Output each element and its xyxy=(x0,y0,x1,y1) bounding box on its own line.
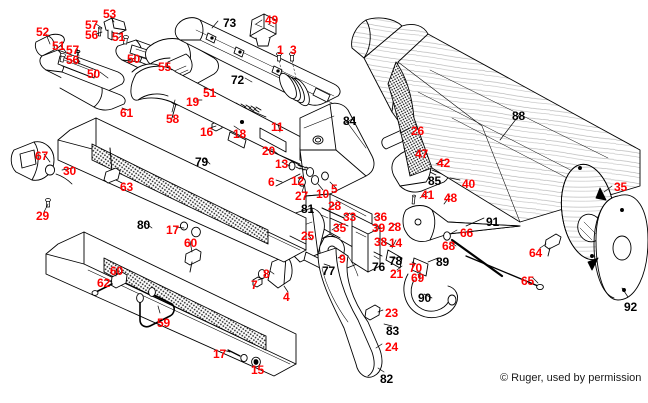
part-number-label: 88 xyxy=(512,109,525,123)
part-number-label: 92 xyxy=(624,300,637,314)
part-number-label: 51 xyxy=(203,86,216,100)
part-number-label: 17 xyxy=(213,347,226,361)
part-number-label: 26 xyxy=(411,124,424,138)
part-number-label: 58 xyxy=(166,112,179,126)
part-number-label: 51 xyxy=(52,39,65,53)
part-number-label: 4 xyxy=(283,290,290,304)
part-number-label: 25 xyxy=(301,229,314,243)
part-number-label: 80 xyxy=(137,218,150,232)
part-number-label: 14 xyxy=(389,236,402,250)
part-number-label: 16 xyxy=(200,125,213,139)
part-number-label: 76 xyxy=(372,260,385,274)
part-number-label: 5 xyxy=(331,182,338,196)
part-number-label: 50 xyxy=(87,67,100,81)
part-number-label: 89 xyxy=(436,255,449,269)
part-number-label: 55 xyxy=(158,60,171,74)
part-number-label: 68 xyxy=(442,239,455,253)
part-number-label: 33 xyxy=(343,210,356,224)
part-number-label: 11 xyxy=(271,120,284,134)
part-number-label: 72 xyxy=(231,73,244,87)
part-number-label: 91 xyxy=(486,215,499,229)
part-number-label: 20 xyxy=(262,144,275,158)
part-number-label: 82 xyxy=(380,372,393,386)
part-number-label: 62 xyxy=(97,276,110,290)
part-number-label: 73 xyxy=(223,16,236,30)
part-number-label: 28 xyxy=(328,199,341,213)
part-number-label: 61 xyxy=(120,106,133,120)
part-number-label: 18 xyxy=(233,127,246,141)
part-number-label: 29 xyxy=(36,209,49,223)
part-number-label: 56 xyxy=(85,28,98,42)
part-number-label: 83 xyxy=(386,324,399,338)
part-number-label: 85 xyxy=(428,174,441,188)
part-number-label: 6 xyxy=(268,175,275,189)
part-number-label: 10 xyxy=(316,187,329,201)
part-number-label: 35 xyxy=(333,221,346,235)
part-number-label: 7 xyxy=(251,278,258,292)
part-number-label: 50 xyxy=(127,52,140,66)
part-number-label: 23 xyxy=(385,306,398,320)
part-number-label: 63 xyxy=(120,180,133,194)
part-number-label: 3 xyxy=(290,43,297,57)
part-number-label: 12 xyxy=(291,174,304,188)
part-number-label: 60 xyxy=(184,236,197,250)
part-number-label: 47 xyxy=(415,147,428,161)
part-number-label: 13 xyxy=(275,157,288,171)
part-number-label: 8 xyxy=(263,267,270,281)
part-number-label: 79 xyxy=(195,155,208,169)
part-number-label: 42 xyxy=(437,156,450,170)
part-number-label: 36 xyxy=(374,210,387,224)
part-number-label: 51 xyxy=(112,30,125,44)
part-number-label: 1 xyxy=(277,43,284,57)
part-number-label: 69 xyxy=(411,271,424,285)
part-number-label: 35 xyxy=(614,180,627,194)
part-number-label: 56 xyxy=(66,53,79,67)
part-number-label: 49 xyxy=(265,13,278,27)
part-number-label: 59 xyxy=(157,316,170,330)
part-number-label: 84 xyxy=(343,114,356,128)
part-number-label: 38 xyxy=(374,235,387,249)
part-number-label: 90 xyxy=(418,291,431,305)
part-number-label: 64 xyxy=(529,246,542,260)
part-number-label: 81 xyxy=(301,202,314,216)
part-number-label: 17 xyxy=(166,223,179,237)
part-number-label: 24 xyxy=(385,340,398,354)
part-number-label: 66 xyxy=(460,226,473,240)
part-number-label: 40 xyxy=(462,177,475,191)
part-number-label: 9 xyxy=(339,252,346,266)
part-number-label: 65 xyxy=(521,274,534,288)
part-number-label: 30 xyxy=(63,164,76,178)
part-number-label: 78 xyxy=(389,254,402,268)
part-number-label: 19 xyxy=(186,95,199,109)
part-number-label: 70 xyxy=(409,261,422,275)
part-number-label: 41 xyxy=(421,188,434,202)
part-number-label: 60 xyxy=(110,264,123,278)
part-number-label: 57 xyxy=(85,18,98,32)
part-number-label: 39 xyxy=(372,221,385,235)
part-number-label: 52 xyxy=(36,25,49,39)
part-number-label: 27 xyxy=(295,189,308,203)
part-number-label: 21 xyxy=(390,267,403,281)
part-number-label: 48 xyxy=(444,191,457,205)
part-number-label: 15 xyxy=(251,363,264,377)
copyright-credit: © Ruger, used by permission xyxy=(500,372,642,384)
part-number-label: 77 xyxy=(322,264,335,278)
part-number-label: 67 xyxy=(35,149,48,163)
part-number-label: 53 xyxy=(103,7,116,21)
part-number-label: 57 xyxy=(66,43,79,57)
part-number-label: 28 xyxy=(388,220,401,234)
